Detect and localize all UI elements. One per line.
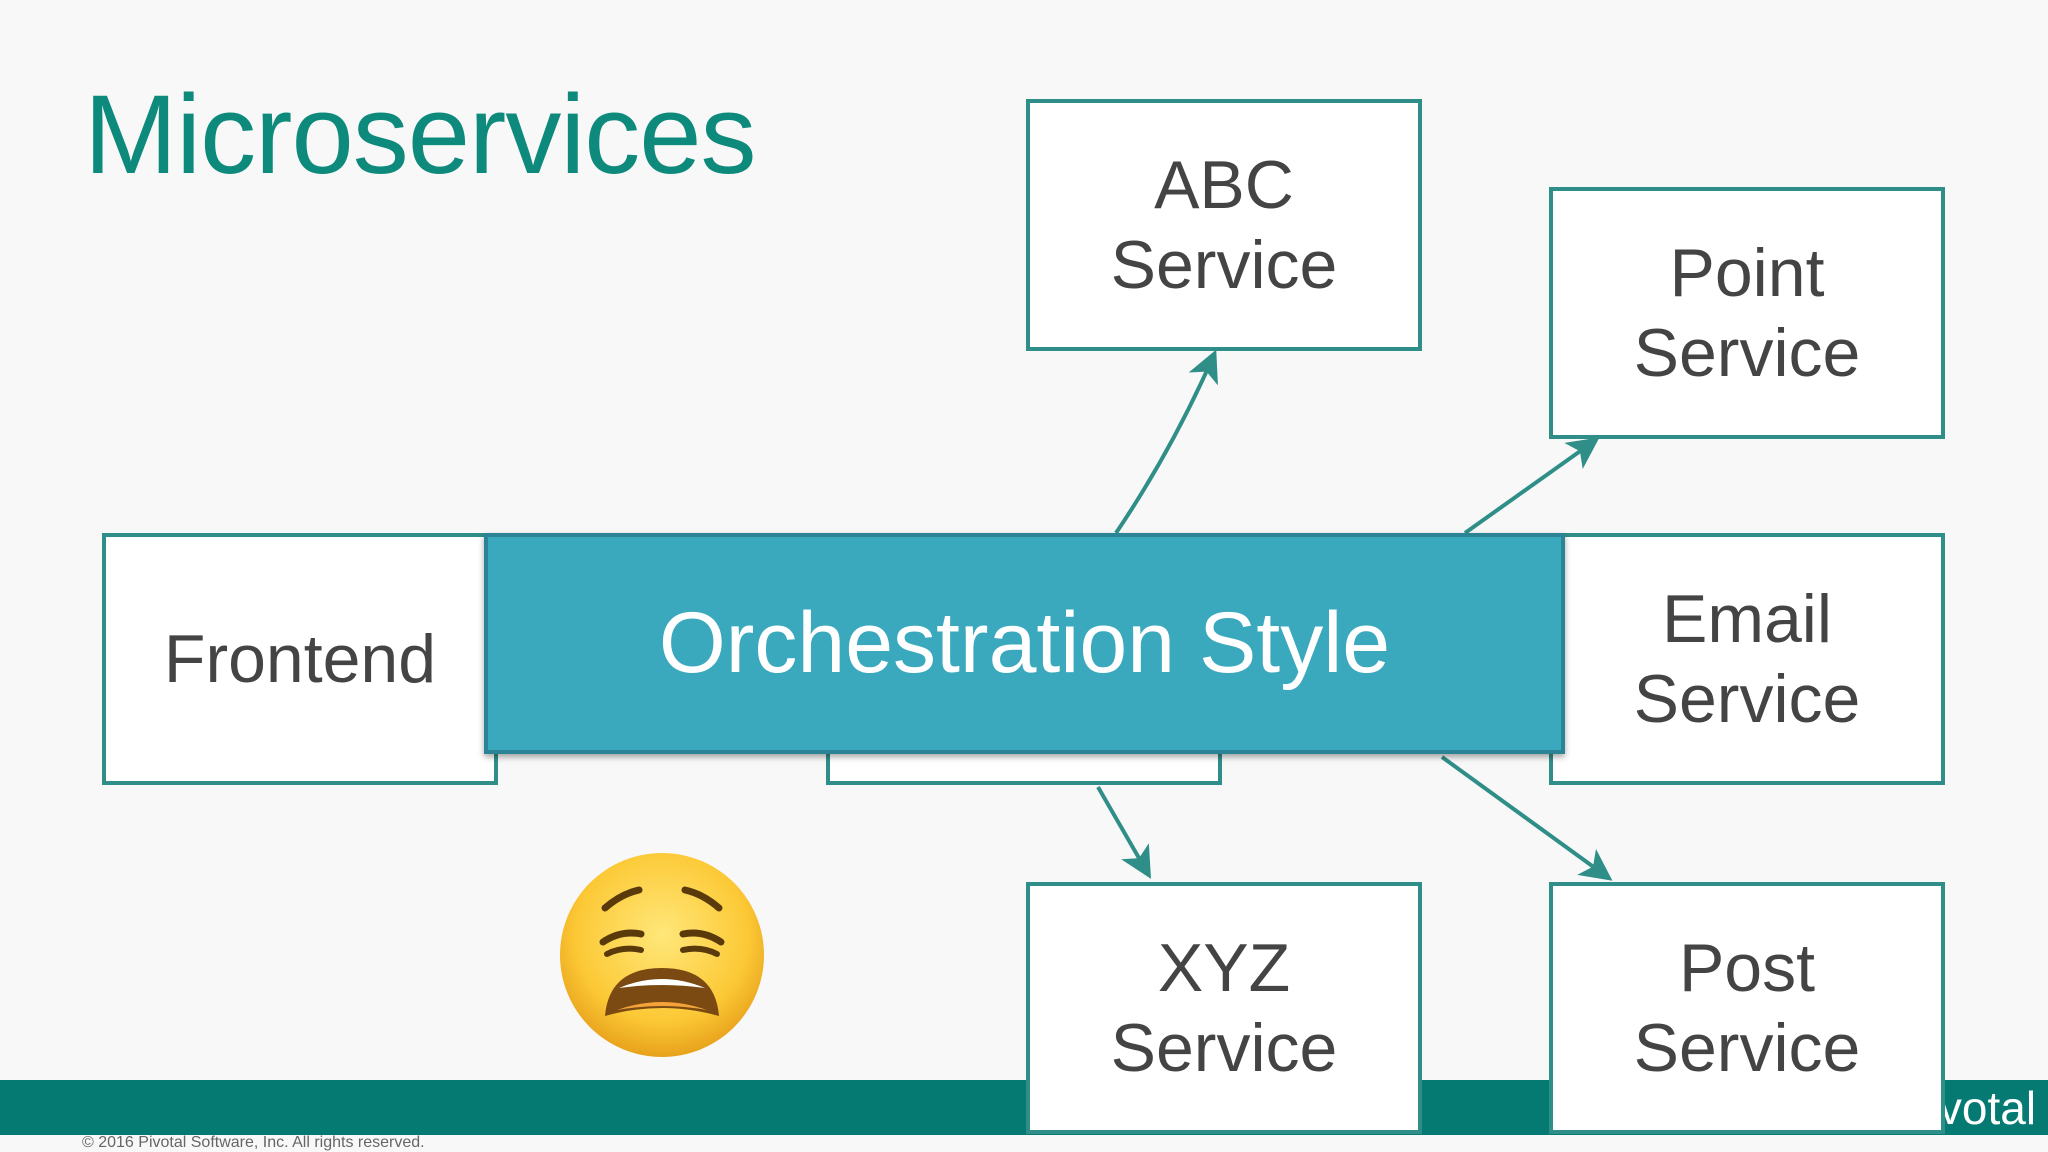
email-service-box: Email Service — [1549, 533, 1945, 785]
arrow-to-point — [1463, 437, 1600, 535]
abc-service-box: ABC Service — [1026, 99, 1422, 351]
slide-title: Microservices — [84, 72, 757, 197]
post-service-box: Post Service — [1549, 882, 1945, 1134]
point-service-line1: Point — [1669, 235, 1825, 311]
arrow-to-abc — [1114, 349, 1218, 535]
banner-label: Orchestration Style — [658, 595, 1391, 691]
point-service-box: Point Service — [1549, 187, 1945, 439]
post-service-line2: Service — [1633, 1010, 1861, 1086]
post-service-line1: Post — [1678, 930, 1816, 1006]
email-service-line2: Service — [1633, 661, 1861, 737]
abc-service-line2: Service — [1110, 227, 1338, 303]
frontend-label: Frontend — [163, 621, 437, 697]
point-service-line2: Service — [1633, 315, 1861, 391]
frontend-box: Frontend — [102, 533, 498, 785]
arrow-to-xyz — [1096, 786, 1151, 879]
brand-logo: Pivotal — [1944, 1082, 2037, 1134]
email-service-line1: Email — [1661, 581, 1833, 657]
copyright-notice: © 2016 Pivotal Software, Inc. All rights… — [82, 1134, 425, 1151]
orchestration-style-banner: Orchestration Style — [484, 533, 1565, 754]
abc-service-line1: ABC — [1154, 147, 1294, 223]
xyz-service-line2: Service — [1110, 1010, 1338, 1086]
weary-face-emoji-icon — [560, 853, 764, 1057]
xyz-service-box: XYZ Service — [1026, 882, 1422, 1134]
xyz-service-line1: XYZ — [1157, 930, 1291, 1006]
arrow-to-post — [1440, 755, 1613, 881]
